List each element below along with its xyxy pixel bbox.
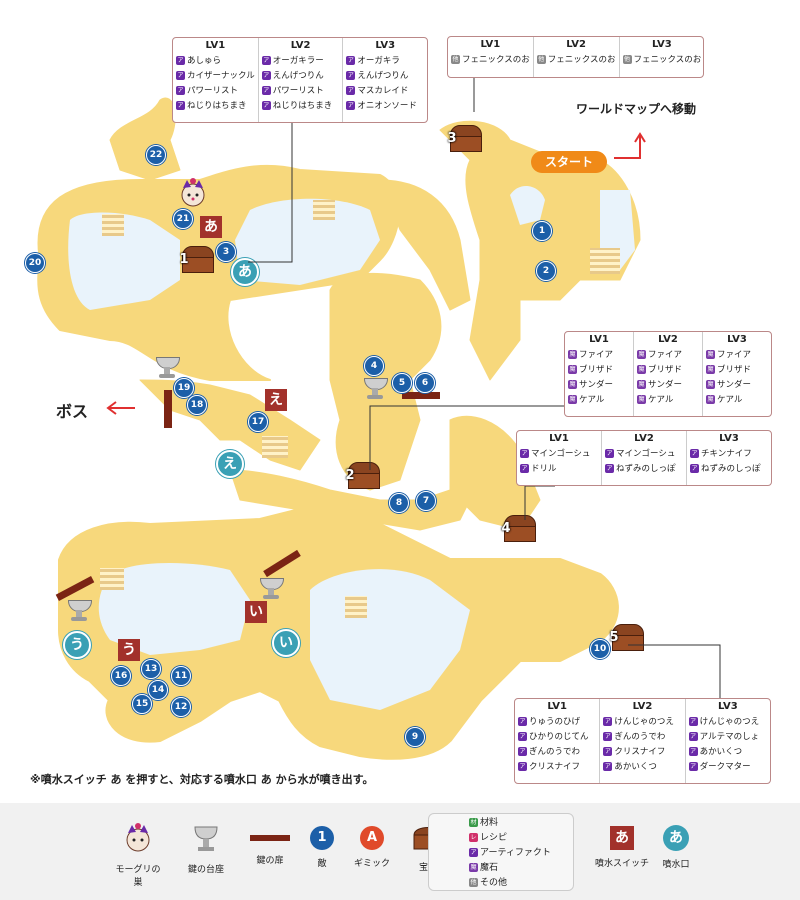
legend-switch: あ 噴水スイッチ	[594, 823, 650, 869]
key-door	[164, 390, 172, 428]
start-label: スタート	[531, 151, 607, 173]
pedestal-icon	[194, 826, 218, 851]
chest-1-table: LV1 アあしゅら アカイザーナックル アパワーリスト アねじりはちまき LV2…	[172, 37, 428, 123]
fountain-spout: え	[216, 450, 244, 478]
fountain-spout: あ	[231, 258, 259, 286]
enemy-marker: 16	[111, 666, 131, 686]
enemy-marker: 17	[248, 412, 268, 432]
material-icon: 材	[469, 818, 478, 827]
switch-icon: あ	[610, 826, 634, 850]
stairs	[102, 214, 124, 236]
fountain-spout: う	[63, 631, 91, 659]
enemy-icon: 1	[310, 826, 334, 850]
legend-spout: あ 噴水口	[656, 823, 696, 870]
legend-pedestal: 鍵の台座	[180, 823, 232, 875]
legend-icon-types: 材材料 レレシピ アアーティファクト 魔魔石 他その他	[428, 813, 574, 891]
legend-moogle: モーグリの巣	[112, 823, 164, 888]
treasure-chest-2: 2	[345, 462, 380, 489]
fountain-spout: い	[272, 629, 300, 657]
moogle-nest-icon	[181, 178, 205, 207]
enemy-marker: 2	[536, 261, 556, 281]
enemy-marker: 6	[415, 373, 435, 393]
stairs	[100, 568, 124, 590]
key-pedestal	[258, 578, 284, 602]
moogle-icon	[126, 823, 150, 852]
enemy-marker: 19	[174, 378, 194, 398]
spout-icon: あ	[663, 825, 689, 851]
enemy-marker: 9	[405, 727, 425, 747]
treasure-chest-1: 1	[179, 246, 214, 273]
gimmick-icon: A	[360, 826, 384, 850]
key-pedestal	[154, 357, 180, 381]
fountain-switch: あ	[200, 216, 222, 238]
worldmap-label: ワールドマップへ移動	[576, 102, 697, 116]
stairs	[590, 248, 620, 274]
stairs	[262, 436, 288, 458]
treasure-chest-4: 4	[501, 515, 536, 542]
other-icon: 他	[469, 878, 478, 887]
stairs	[313, 200, 335, 220]
stairs	[345, 596, 367, 618]
treasure-chest-3: 3	[447, 125, 482, 152]
enemy-marker: 15	[132, 694, 152, 714]
enemy-marker: 12	[171, 697, 191, 717]
key-pedestal	[362, 378, 388, 402]
key-door	[402, 392, 440, 399]
enemy-marker: 3	[216, 242, 236, 262]
chest-3-table: LV1 他フェニックスのお LV2 他フェニックスのお LV3 他フェニックスの…	[447, 36, 704, 78]
fountain-switch: う	[118, 639, 140, 661]
chest-4-table: LV1 アマインゴーシュ アドリル LV2 アマインゴーシュ アねずみのしっぽ …	[516, 430, 772, 486]
enemy-marker: 7	[416, 491, 436, 511]
enemy-marker: 1	[532, 221, 552, 241]
fountain-note: ※噴水スイッチ あ を押すと、対応する噴水口 あ から水が噴き出す。	[30, 773, 374, 786]
enemy-marker: 22	[146, 145, 166, 165]
chest-5-table: LV1 アりゅうのひげ アひかりのじてん アぎんのうでわ アクリスナイフ LV2…	[514, 698, 771, 784]
key-pedestal	[66, 600, 92, 624]
treasure-chest-5: 5	[609, 624, 644, 651]
enemy-marker: 5	[392, 373, 412, 393]
fountain-switch: い	[245, 601, 267, 623]
enemy-marker: 21	[173, 209, 193, 229]
enemy-marker: 14	[148, 680, 168, 700]
legend-gimmick: A ギミック	[352, 823, 392, 869]
fountain-switch: え	[265, 389, 287, 411]
enemy-marker: 18	[187, 395, 207, 415]
chest-2-table: LV1 魔ファイア 魔ブリザド 魔サンダー 魔ケアル LV2 魔ファイア 魔ブリ…	[564, 331, 772, 417]
enemy-marker: 8	[389, 493, 409, 513]
enemy-marker: 4	[364, 356, 384, 376]
enemy-marker: 10	[590, 639, 610, 659]
enemy-marker: 11	[171, 666, 191, 686]
door-icon	[250, 835, 290, 841]
enemy-marker: 20	[25, 253, 45, 273]
legend-door: 鍵の扉	[244, 823, 296, 866]
enemy-marker: 13	[141, 659, 161, 679]
boss-label: ボス	[56, 402, 89, 421]
dungeon-map: 1 2 3 4 5 6 7 8 9 10 11 12 13 14 15 16 1…	[25, 36, 772, 786]
magicite-icon: 魔	[469, 863, 478, 872]
legend-enemy: 1 敵	[302, 823, 342, 869]
artifact-icon: ア	[469, 848, 478, 857]
recipe-icon: レ	[469, 833, 478, 842]
